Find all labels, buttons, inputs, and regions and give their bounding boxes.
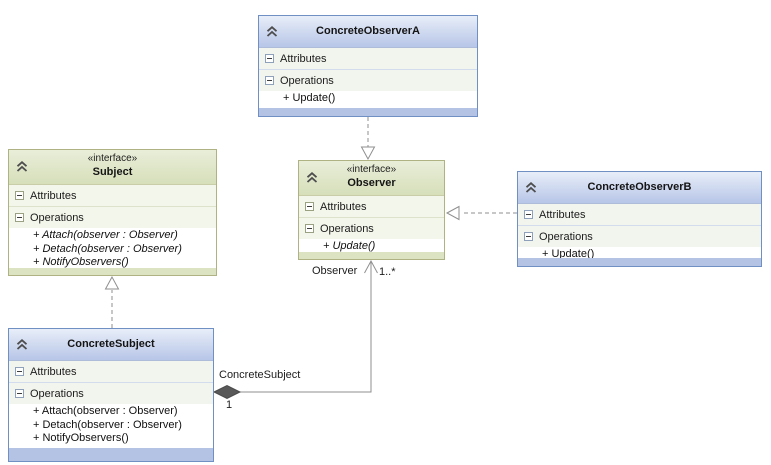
stereotype-label: «interface» — [346, 164, 397, 175]
operation-list: + Update() — [299, 239, 444, 252]
class-header: ConcreteObserverB — [518, 172, 761, 204]
realization-connector-concreteobservera-observer[interactable] — [360, 117, 376, 161]
operations-label: Operations — [539, 230, 593, 243]
operation-item[interactable]: + Detach(observer : Observer) — [33, 418, 182, 431]
class-box-concretesubject[interactable]: ConcreteSubject Attributes Operations + … — [8, 328, 214, 462]
collapse-chevron-icon[interactable] — [15, 161, 29, 173]
class-box-observer[interactable]: «interface» Observer Attributes Operatio… — [298, 160, 445, 260]
operation-item[interactable]: + Update() — [323, 240, 376, 252]
class-header: «interface» Observer — [299, 161, 444, 196]
operations-label: Operations — [280, 74, 334, 87]
association-source-multiplicity-label: 1 — [226, 399, 233, 411]
collapse-chevron-icon[interactable] — [15, 338, 29, 351]
collapse-minus-icon[interactable] — [265, 54, 274, 63]
attributes-section-row[interactable]: Attributes — [9, 185, 216, 207]
collapse-minus-icon[interactable] — [524, 210, 533, 219]
collapse-chevron-icon[interactable] — [524, 181, 538, 194]
attributes-label: Attributes — [539, 208, 586, 221]
attributes-label: Attributes — [280, 52, 327, 65]
operation-item[interactable]: + NotifyObservers() — [33, 256, 129, 268]
operation-item[interactable]: + Update() — [542, 248, 595, 258]
attributes-section-row[interactable]: Attributes — [518, 204, 761, 226]
class-header: ConcreteSubject — [9, 329, 213, 361]
class-title: ConcreteObserverB — [587, 181, 692, 193]
operation-list: + Update() — [259, 91, 477, 108]
operation-item[interactable]: + Update() — [283, 92, 336, 104]
operation-item[interactable]: + Attach(observer : Observer) — [33, 405, 178, 417]
operation-item[interactable]: + Attach(observer : Observer) — [33, 229, 178, 241]
stereotype-label: «interface» — [87, 153, 138, 164]
attributes-section-row[interactable]: Attributes — [259, 48, 477, 70]
operations-section-row[interactable]: Operations — [299, 218, 444, 239]
collapse-minus-icon[interactable] — [15, 213, 24, 222]
class-box-subject[interactable]: «interface» Subject Attributes Operation… — [8, 149, 217, 276]
operations-section-row[interactable]: Operations — [518, 226, 761, 247]
class-header: «interface» Subject — [9, 150, 216, 185]
collapse-minus-icon[interactable] — [524, 232, 533, 241]
class-footer — [9, 448, 213, 461]
class-title: ConcreteObserverA — [316, 25, 420, 37]
operations-section-row[interactable]: Operations — [9, 207, 216, 228]
class-title: Observer — [347, 177, 396, 189]
class-footer — [518, 258, 761, 266]
operations-section-row[interactable]: Operations — [9, 383, 213, 404]
collapse-chevron-icon[interactable] — [265, 25, 279, 38]
association-target-multiplicity-label: 1..* — [379, 266, 396, 278]
collapse-minus-icon[interactable] — [305, 224, 314, 233]
operation-list: + Attach(observer : Observer) + Detach(o… — [9, 228, 216, 268]
class-box-concreteobservera[interactable]: ConcreteObserverA Attributes Operations … — [258, 15, 478, 117]
collapse-chevron-icon[interactable] — [305, 172, 319, 184]
operation-list: + Attach(observer : Observer) + Detach(o… — [9, 404, 213, 448]
collapse-minus-icon[interactable] — [265, 76, 274, 85]
realization-connector-concreteobserverb-observer[interactable] — [445, 205, 517, 221]
collapse-minus-icon[interactable] — [15, 389, 24, 398]
operations-label: Operations — [30, 211, 84, 224]
operation-list: + Update() — [518, 247, 761, 258]
association-target-role-label: Observer — [312, 265, 358, 277]
association-source-role-label: ConcreteSubject — [219, 369, 301, 381]
composition-connector-concretesubject-observer[interactable] — [212, 259, 378, 400]
attributes-label: Attributes — [320, 200, 367, 213]
composition-diamond — [212, 384, 242, 400]
attributes-section-row[interactable]: Attributes — [299, 196, 444, 218]
class-header: ConcreteObserverA — [259, 16, 477, 48]
operations-label: Operations — [30, 387, 84, 400]
realization-connector-concretesubject-subject[interactable] — [104, 275, 120, 328]
class-footer — [9, 268, 216, 275]
attributes-label: Attributes — [30, 365, 77, 378]
class-footer — [259, 108, 477, 116]
class-box-concreteobserverb[interactable]: ConcreteObserverB Attributes Operations … — [517, 171, 762, 267]
operations-label: Operations — [320, 222, 374, 235]
operation-item[interactable]: + NotifyObservers() — [33, 432, 129, 444]
collapse-minus-icon[interactable] — [15, 191, 24, 200]
operations-section-row[interactable]: Operations — [259, 70, 477, 91]
collapse-minus-icon[interactable] — [305, 202, 314, 211]
attributes-label: Attributes — [30, 189, 77, 202]
collapse-minus-icon[interactable] — [15, 367, 24, 376]
class-title: Subject — [92, 166, 133, 178]
class-title: ConcreteSubject — [67, 338, 155, 350]
class-footer — [299, 252, 444, 259]
attributes-section-row[interactable]: Attributes — [9, 361, 213, 383]
operation-item[interactable]: + Detach(observer : Observer) — [33, 242, 182, 255]
